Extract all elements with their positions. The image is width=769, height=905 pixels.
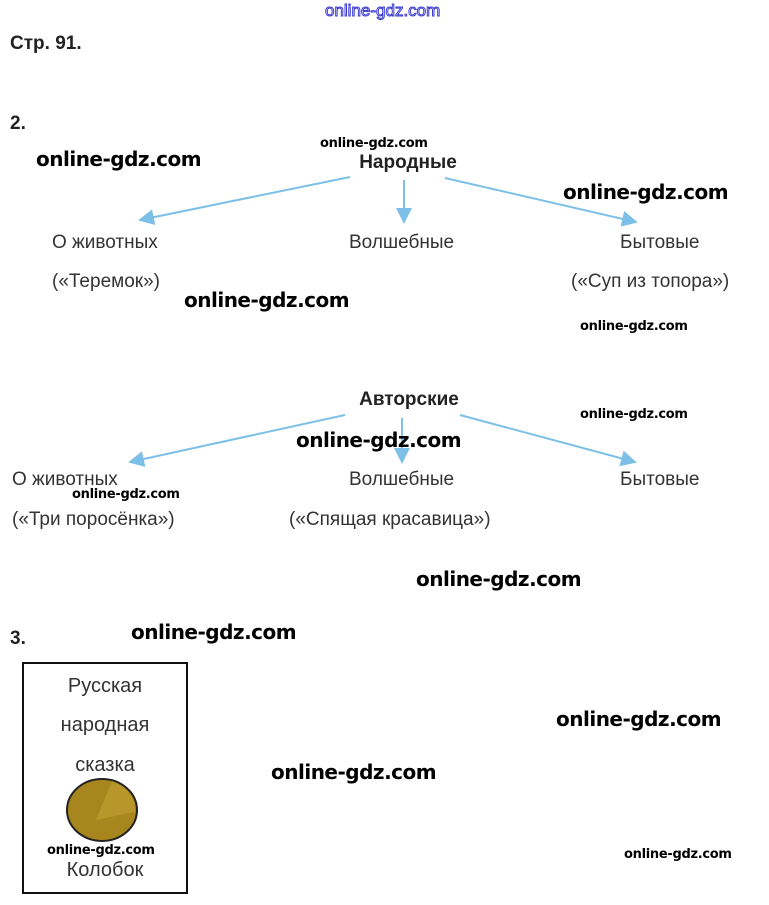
folk-title: Народные: [359, 152, 457, 173]
task-2-number: 2.: [10, 113, 26, 134]
watermark: online-gdz.com: [72, 487, 180, 502]
cover-title: Колобок: [66, 859, 144, 881]
arrow-author-animals: [128, 414, 346, 467]
author-magic-example: («Спящая красавица»): [289, 509, 491, 530]
folk-everyday-example: («Суп из топора»): [571, 271, 730, 292]
folk-animals: О животных: [52, 232, 158, 253]
author-title: Авторские: [359, 389, 459, 410]
watermark: online-gdz.com: [624, 847, 732, 862]
cover-line-3: сказка: [75, 754, 135, 776]
task-3-number: 3.: [10, 628, 26, 649]
author-magic: Волшебные: [349, 469, 455, 490]
watermark: online-gdz.com: [580, 407, 688, 422]
book-cover: Русская народная сказка Колобок: [22, 662, 188, 894]
watermark: online-gdz.com: [184, 288, 350, 312]
watermark: online-gdz.com: [36, 147, 202, 171]
watermark: online-gdz.com: [580, 319, 688, 334]
header-watermark[interactable]: online-gdz.com: [324, 1, 441, 21]
author-animals-example: («Три поросёнка»): [12, 509, 175, 530]
cover-line-2: народная: [60, 714, 150, 736]
watermark: online-gdz.com: [47, 843, 155, 858]
arrow-folk-animals: [138, 176, 351, 226]
watermark: online-gdz.com: [131, 620, 297, 644]
watermark: online-gdz.com: [320, 136, 428, 151]
folk-everyday: Бытовые: [620, 232, 700, 253]
arrow-author-everyday: [459, 414, 637, 467]
arrow-folk-everyday: [444, 177, 638, 227]
cover-line-1: Русская: [67, 675, 143, 697]
watermark: online-gdz.com: [563, 180, 729, 204]
author-everyday: Бытовые: [620, 469, 700, 490]
folk-animals-example: («Теремок»): [52, 271, 160, 292]
page-label: Стр. 91.: [10, 33, 82, 54]
watermark: online-gdz.com: [556, 707, 722, 731]
watermark: online-gdz.com: [296, 428, 462, 452]
watermark: online-gdz.com: [271, 760, 437, 784]
author-animals: О животных: [12, 469, 118, 490]
folk-magic: Волшебные: [349, 232, 455, 253]
watermark: online-gdz.com: [416, 567, 582, 591]
